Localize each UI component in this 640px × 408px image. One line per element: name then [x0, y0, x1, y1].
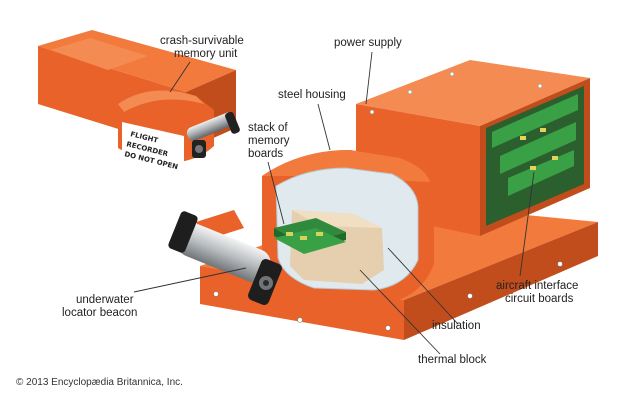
label-crash-line2: memory unit	[174, 48, 238, 60]
label-underwater-line1: underwater	[76, 294, 134, 306]
label-insulation: insulation	[432, 320, 481, 333]
label-stack-line1: stack of	[248, 122, 288, 134]
label-stack-line2: memory	[248, 135, 290, 147]
label-underwater-locator-beacon: underwater locator beacon	[62, 294, 137, 320]
inset-memory-unit	[38, 30, 240, 172]
leader-lines	[133, 51, 535, 355]
label-aircraft-line1: aircraft interface	[496, 280, 579, 292]
label-thermal-block-text: thermal block	[418, 354, 487, 366]
label-crash-line1: crash-survivable	[160, 35, 244, 47]
label-stack-line3: boards	[248, 148, 284, 160]
label-stack-of-memory-boards: stack of memory boards	[248, 122, 290, 161]
label-aircraft-interface-circuit-boards: aircraft interface circuit boards	[496, 280, 578, 306]
label-thermal-block: thermal block	[418, 354, 486, 367]
label-underwater-line2: locator beacon	[62, 307, 138, 319]
label-steel-housing-text: steel housing	[278, 89, 346, 101]
label-steel-housing: steel housing	[278, 89, 346, 102]
main-recorder	[168, 60, 598, 340]
label-aircraft-line2: circuit boards	[505, 293, 574, 305]
label-insulation-text: insulation	[432, 320, 481, 332]
label-power-supply-text: power supply	[334, 37, 402, 49]
label-power-supply: power supply	[334, 37, 402, 50]
label-crash-survivable-memory-unit: crash-survivable memory unit	[160, 35, 244, 61]
copyright-notice: © 2013 Encyclopædia Britannica, Inc.	[16, 377, 183, 388]
